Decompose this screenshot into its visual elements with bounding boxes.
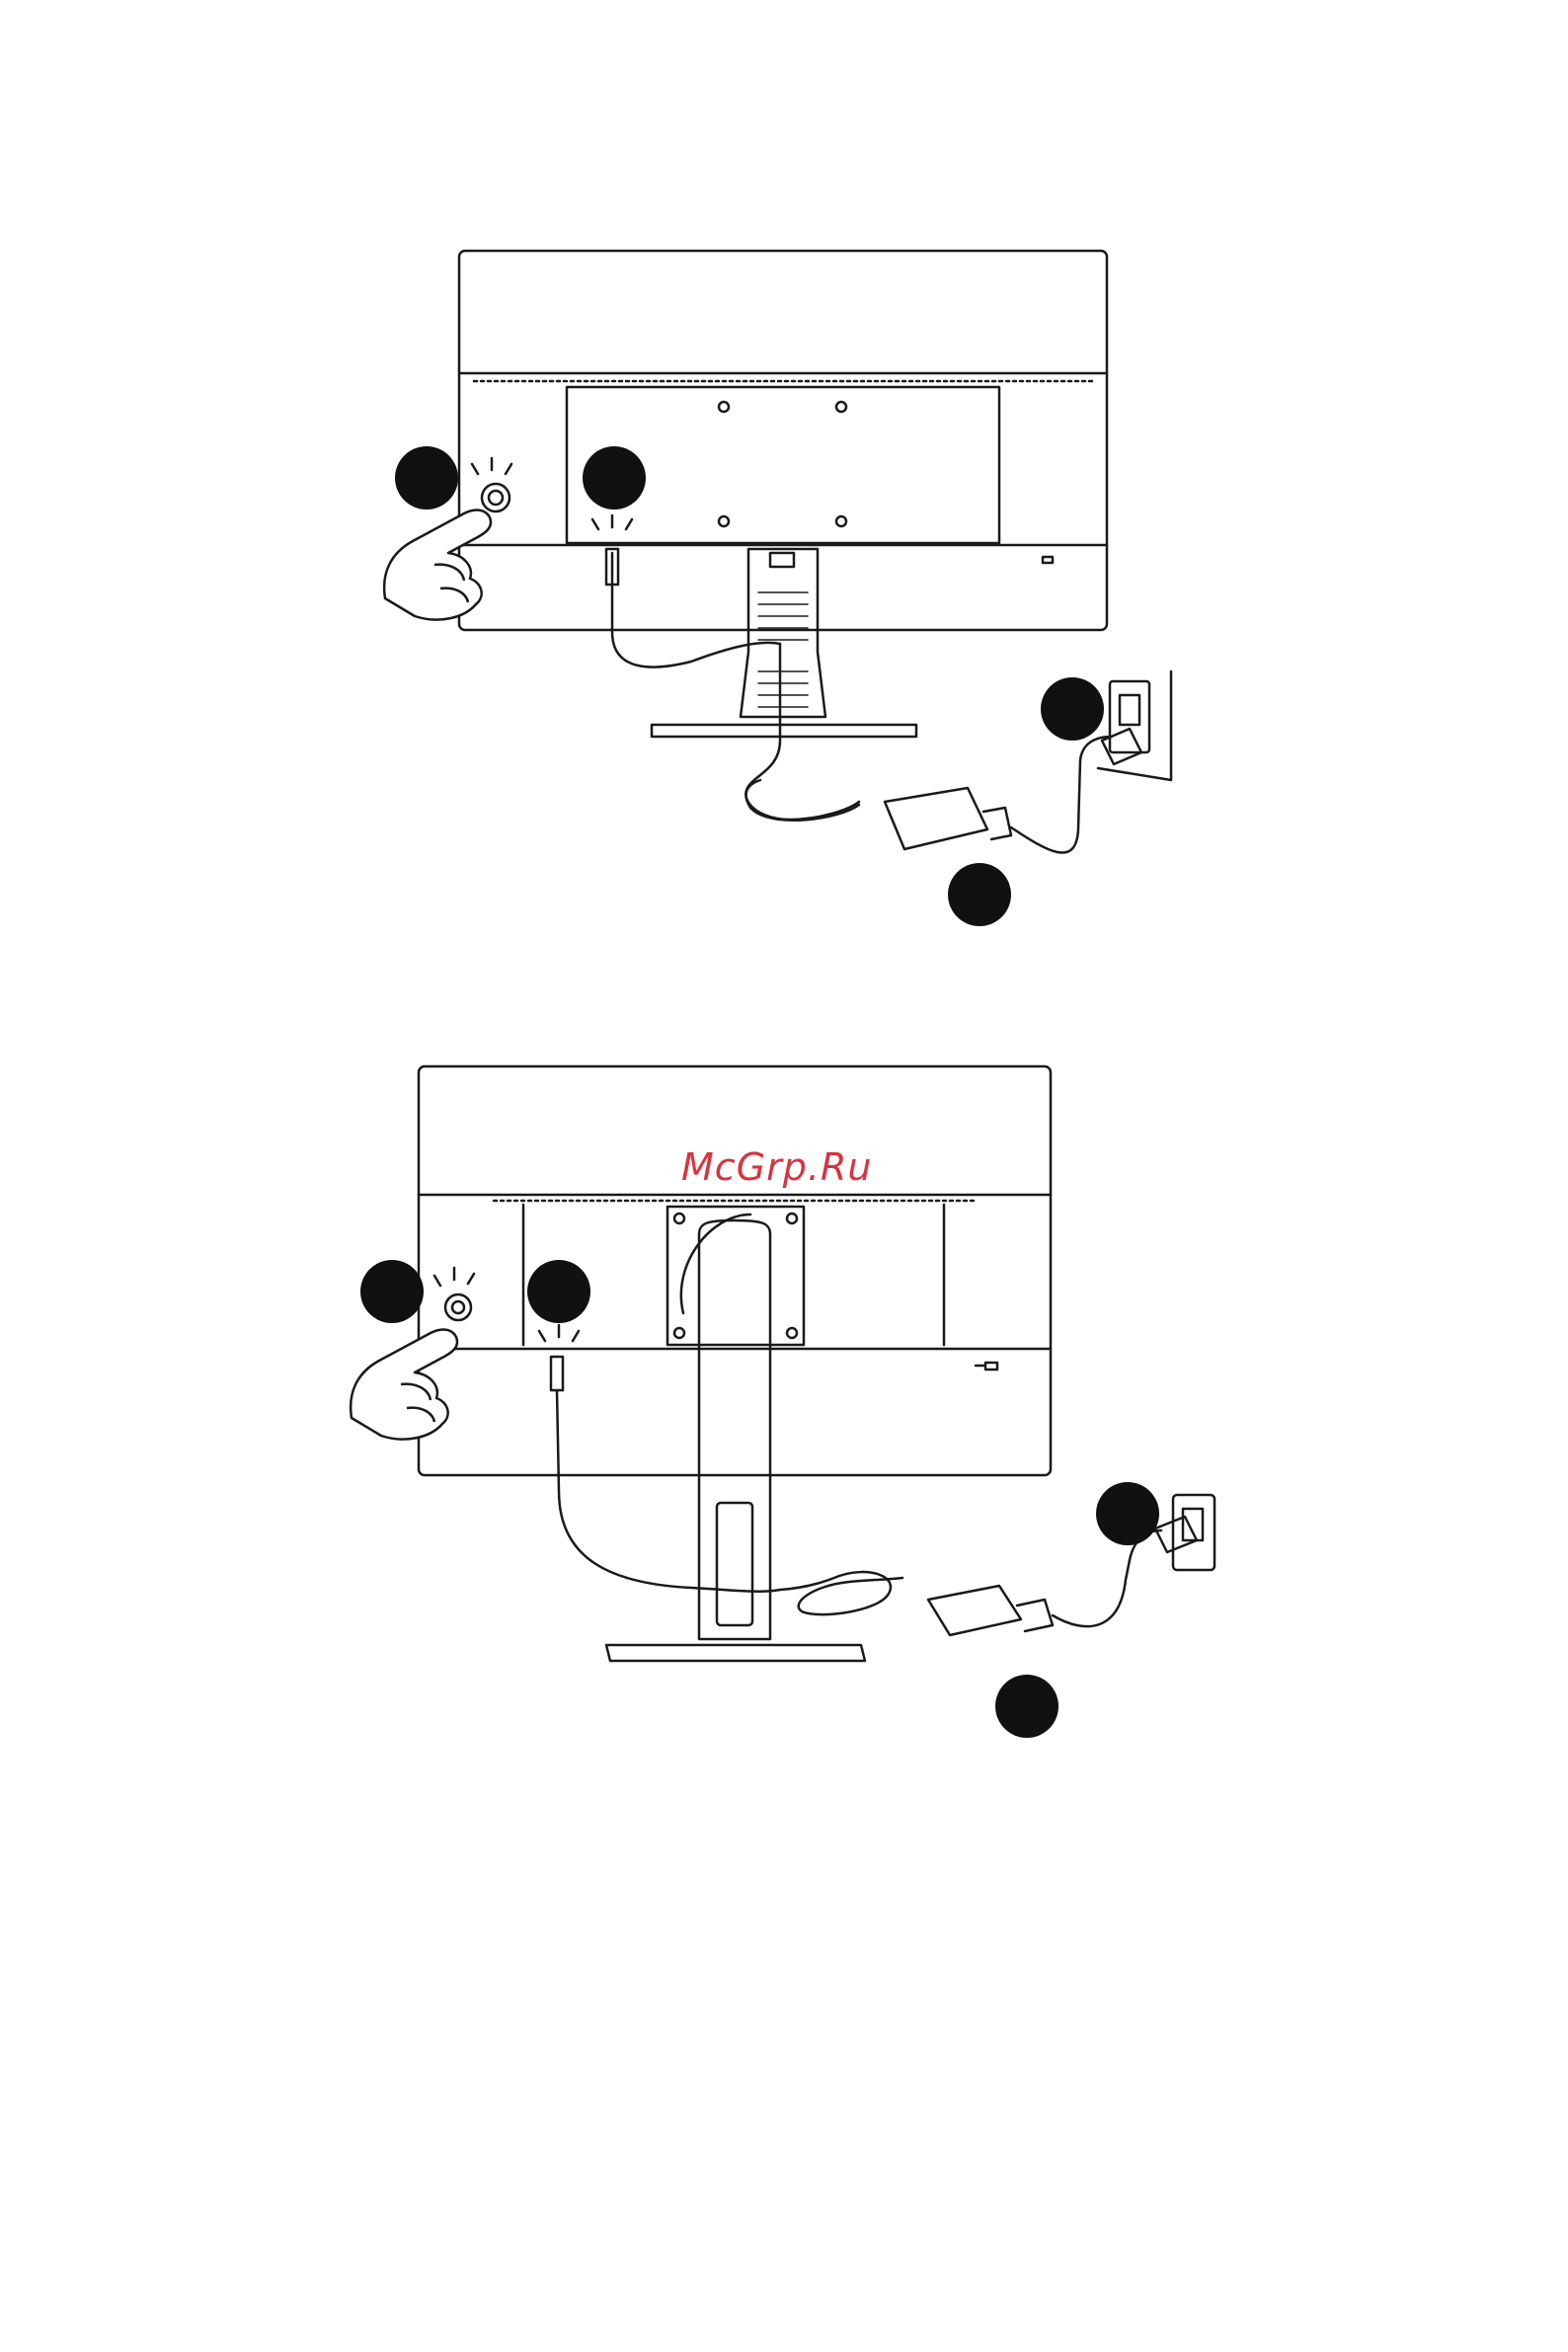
vesa-screw xyxy=(836,402,846,412)
vesa-panel xyxy=(667,1207,804,1345)
step-marker-4 xyxy=(948,863,1011,926)
diagram-monitor-compact-stand xyxy=(0,0,1568,987)
ac-plug xyxy=(1102,729,1141,764)
ac-cord xyxy=(1011,737,1112,853)
watermark-text: McGrp.Ru xyxy=(681,1145,899,1195)
stand-neck xyxy=(741,549,825,717)
ac-plug xyxy=(1155,1517,1197,1552)
monitor-frame xyxy=(419,1066,1051,1475)
dc-cable xyxy=(612,553,780,667)
step-marker-2 xyxy=(583,446,646,510)
power-button-icon xyxy=(445,1294,471,1320)
step-marker-3 xyxy=(1096,1482,1159,1545)
step-marker-3 xyxy=(1041,677,1104,741)
power-button-icon xyxy=(482,484,510,511)
power-adapter xyxy=(928,1586,1021,1635)
step-marker-1 xyxy=(395,446,458,510)
lock-slot xyxy=(985,1363,997,1370)
stand-column xyxy=(699,1220,770,1639)
vesa-screw xyxy=(719,516,729,526)
vesa-screw xyxy=(719,402,729,412)
hand-pressing-icon xyxy=(384,510,491,620)
dc-cable xyxy=(557,1390,780,1592)
step-marker-4 xyxy=(995,1675,1058,1738)
power-adapter xyxy=(885,788,987,849)
ac-cord xyxy=(1053,1530,1161,1626)
step-marker-2 xyxy=(527,1260,590,1323)
lock-slot xyxy=(1043,557,1053,563)
stand-base xyxy=(606,1645,865,1661)
wall-outlet xyxy=(1110,681,1149,752)
step-marker-1 xyxy=(360,1260,424,1323)
vesa-screw xyxy=(836,516,846,526)
stand-base xyxy=(652,725,916,737)
monitor-frame xyxy=(459,251,1107,630)
hand-pressing-icon xyxy=(351,1330,457,1440)
